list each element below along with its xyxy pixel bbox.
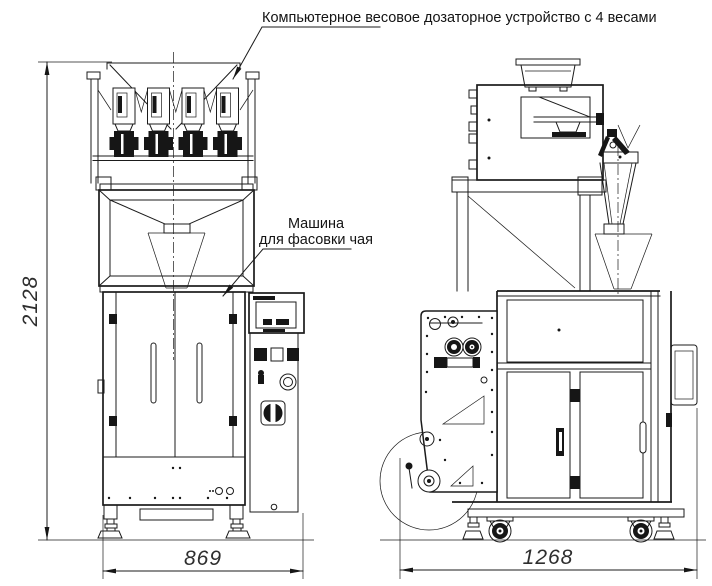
frame-hopper-box bbox=[95, 176, 258, 360]
side-upper-door[interactable] bbox=[506, 299, 644, 363]
lower-panel bbox=[107, 466, 234, 521]
dimension-height: 2128 bbox=[19, 61, 112, 541]
weigh-head-4 bbox=[213, 87, 242, 157]
hinge bbox=[109, 416, 117, 426]
film-mechanism-plate bbox=[419, 310, 498, 493]
side-lower-door-right[interactable] bbox=[579, 371, 644, 499]
stand-frame bbox=[451, 176, 607, 292]
hinge bbox=[229, 416, 237, 426]
panel-button-2[interactable] bbox=[270, 347, 284, 362]
film-roll-hub bbox=[405, 462, 441, 493]
discharge-funnel bbox=[594, 124, 653, 296]
side-door-handle[interactable] bbox=[639, 421, 647, 454]
front-view bbox=[38, 52, 314, 541]
main-power-switch[interactable] bbox=[260, 400, 286, 426]
control-panel bbox=[248, 292, 305, 513]
dim-height-text: 2128 bbox=[19, 276, 42, 328]
key-switch[interactable] bbox=[258, 375, 264, 384]
hinge bbox=[229, 314, 237, 324]
hinge bbox=[109, 314, 117, 324]
infeed-tray bbox=[515, 58, 581, 92]
weigher-assembly bbox=[86, 62, 260, 184]
door-handle-left[interactable] bbox=[150, 342, 157, 404]
weigh-head-3 bbox=[178, 87, 208, 157]
panel-button-1[interactable] bbox=[254, 348, 267, 361]
film-roller-right bbox=[462, 337, 482, 357]
panel-button-3[interactable] bbox=[287, 348, 299, 361]
side-lower-door-left[interactable] bbox=[506, 371, 571, 499]
plate-bolts bbox=[424, 315, 494, 485]
hinge bbox=[570, 476, 580, 489]
caster-right bbox=[629, 519, 653, 543]
dimension-front-width: 869 bbox=[102, 513, 304, 579]
label-machine-line2: для фасовки чая bbox=[259, 232, 373, 248]
side-view bbox=[379, 58, 706, 543]
front-feet bbox=[97, 504, 251, 539]
base-and-casters bbox=[462, 508, 685, 543]
leader-machine bbox=[222, 248, 352, 297]
film-guide-roller bbox=[419, 431, 435, 447]
caster-left bbox=[488, 519, 512, 543]
front-cabinet bbox=[97, 291, 251, 539]
hinge bbox=[570, 389, 580, 402]
leader-weigher bbox=[232, 26, 381, 80]
door-handle-right[interactable] bbox=[196, 342, 203, 404]
weigher-box-side bbox=[468, 84, 604, 181]
weigh-head-2 bbox=[144, 87, 173, 157]
dim-front-width-text: 869 bbox=[184, 547, 222, 570]
control-knob[interactable] bbox=[279, 373, 297, 391]
dim-side-width-text: 1268 bbox=[523, 546, 574, 569]
rear-box bbox=[670, 344, 698, 406]
label-weigher: Компьютерное весовое дозаторное устройст… bbox=[262, 10, 657, 26]
weigh-head-1 bbox=[109, 87, 139, 157]
label-machine-line1: Машина bbox=[288, 216, 345, 232]
dimension-side-width: 1268 bbox=[399, 408, 698, 579]
